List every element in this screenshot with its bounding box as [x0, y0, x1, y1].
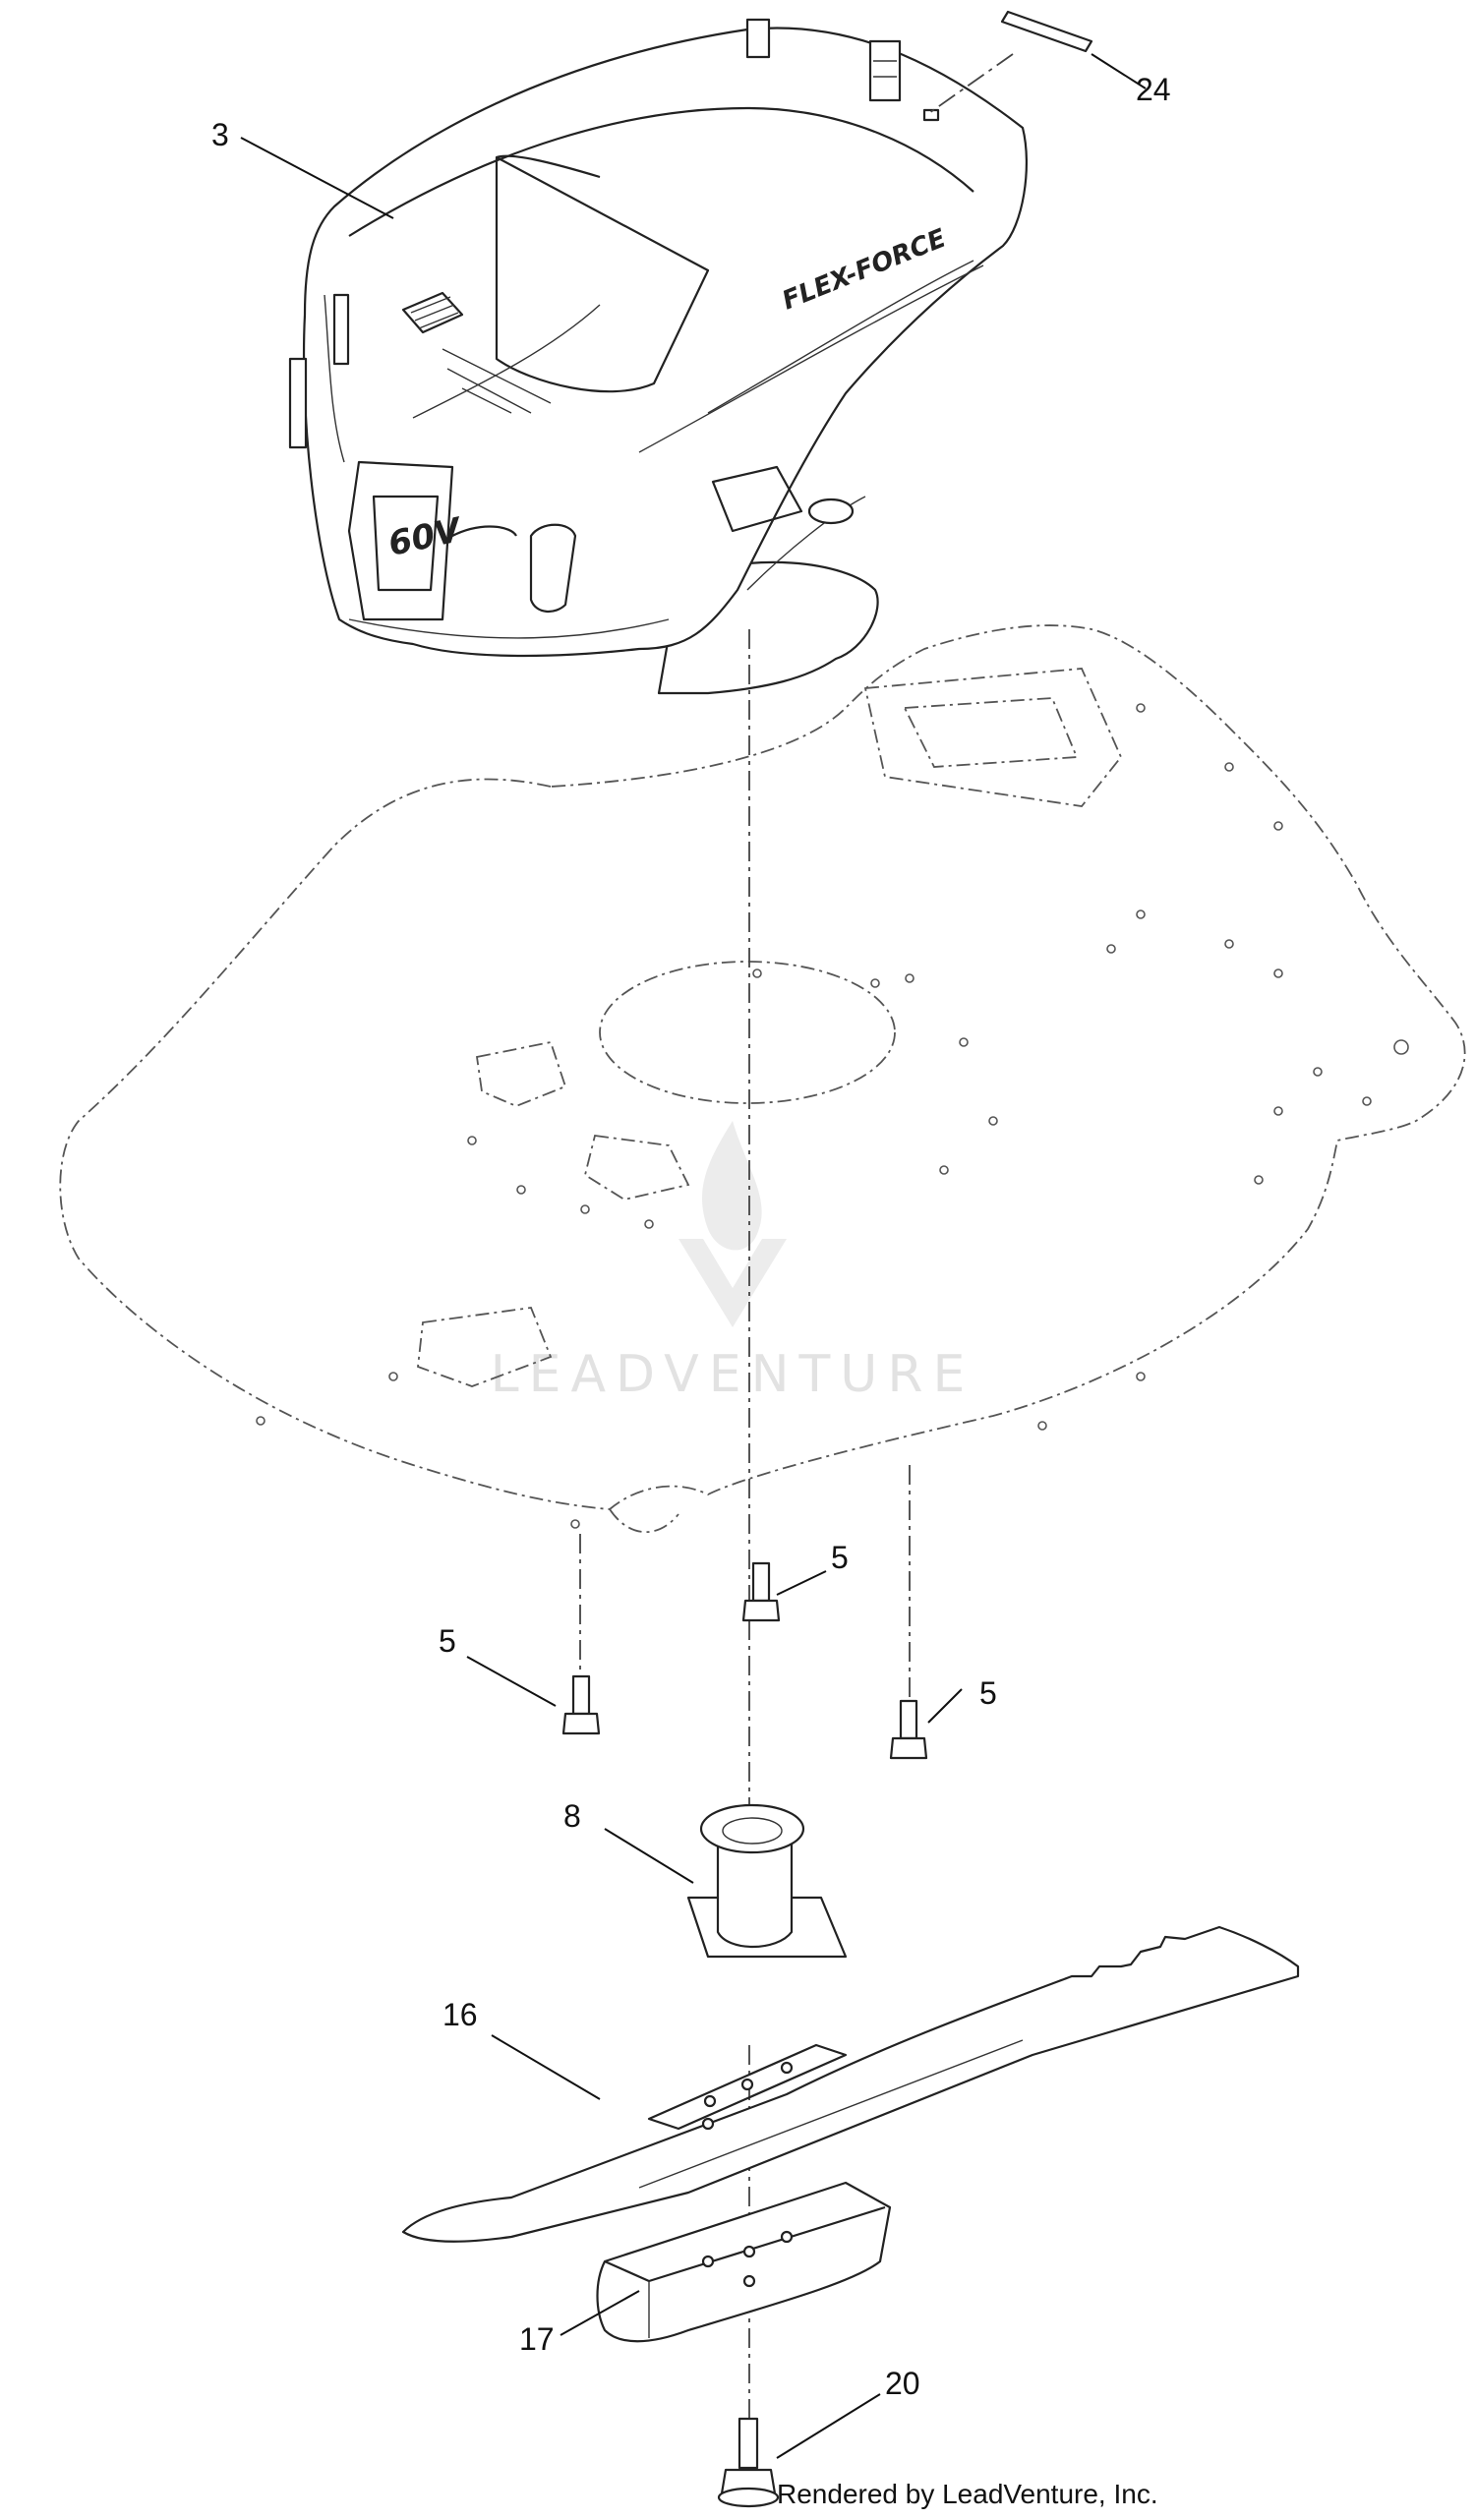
blade-part: [401, 1925, 1300, 2243]
callout-blade: 16: [442, 1997, 478, 2032]
bolt-right-part: [889, 1699, 928, 1760]
blade-accelerator-part: [596, 2181, 892, 2343]
cover-connector-left: [745, 18, 771, 59]
watermark-text: LEADVENTURE: [491, 1345, 975, 1404]
callout-bolt-center: 5: [831, 1540, 849, 1575]
callout-blade-accelerator: 17: [519, 2321, 555, 2357]
motor-cover: FLEX-FORCE 60V: [288, 18, 1029, 695]
render-credit: Rendered by LeadVenture, Inc.: [777, 2479, 1158, 2509]
decal-centerline: [928, 53, 1014, 114]
cover-connector-right: [868, 39, 902, 102]
mower-deck-phantom: [59, 624, 1466, 1534]
blade-adapter-part: [686, 1803, 848, 1959]
callout-blade-bolt: 20: [885, 2366, 920, 2401]
callout-decal: 24: [1136, 72, 1171, 107]
callout-adapter: 8: [563, 1798, 581, 1834]
callout-bolt-left: 5: [439, 1623, 456, 1659]
leader-lines: [240, 53, 1147, 2459]
watermark-v-icon: [678, 1239, 787, 1327]
watermark-flame-icon: [702, 1121, 762, 1251]
decal-part: [1000, 10, 1093, 53]
callout-cover: 3: [211, 117, 229, 152]
blade-bolt-part: [717, 2417, 780, 2508]
watermark: LEADVENTURE: [491, 1121, 975, 1404]
bolt-left-part: [561, 1674, 601, 1735]
bolt-center-part: [741, 1561, 781, 1622]
cover-vent-icon: [401, 291, 464, 334]
callout-bolt-right: 5: [979, 1675, 997, 1711]
